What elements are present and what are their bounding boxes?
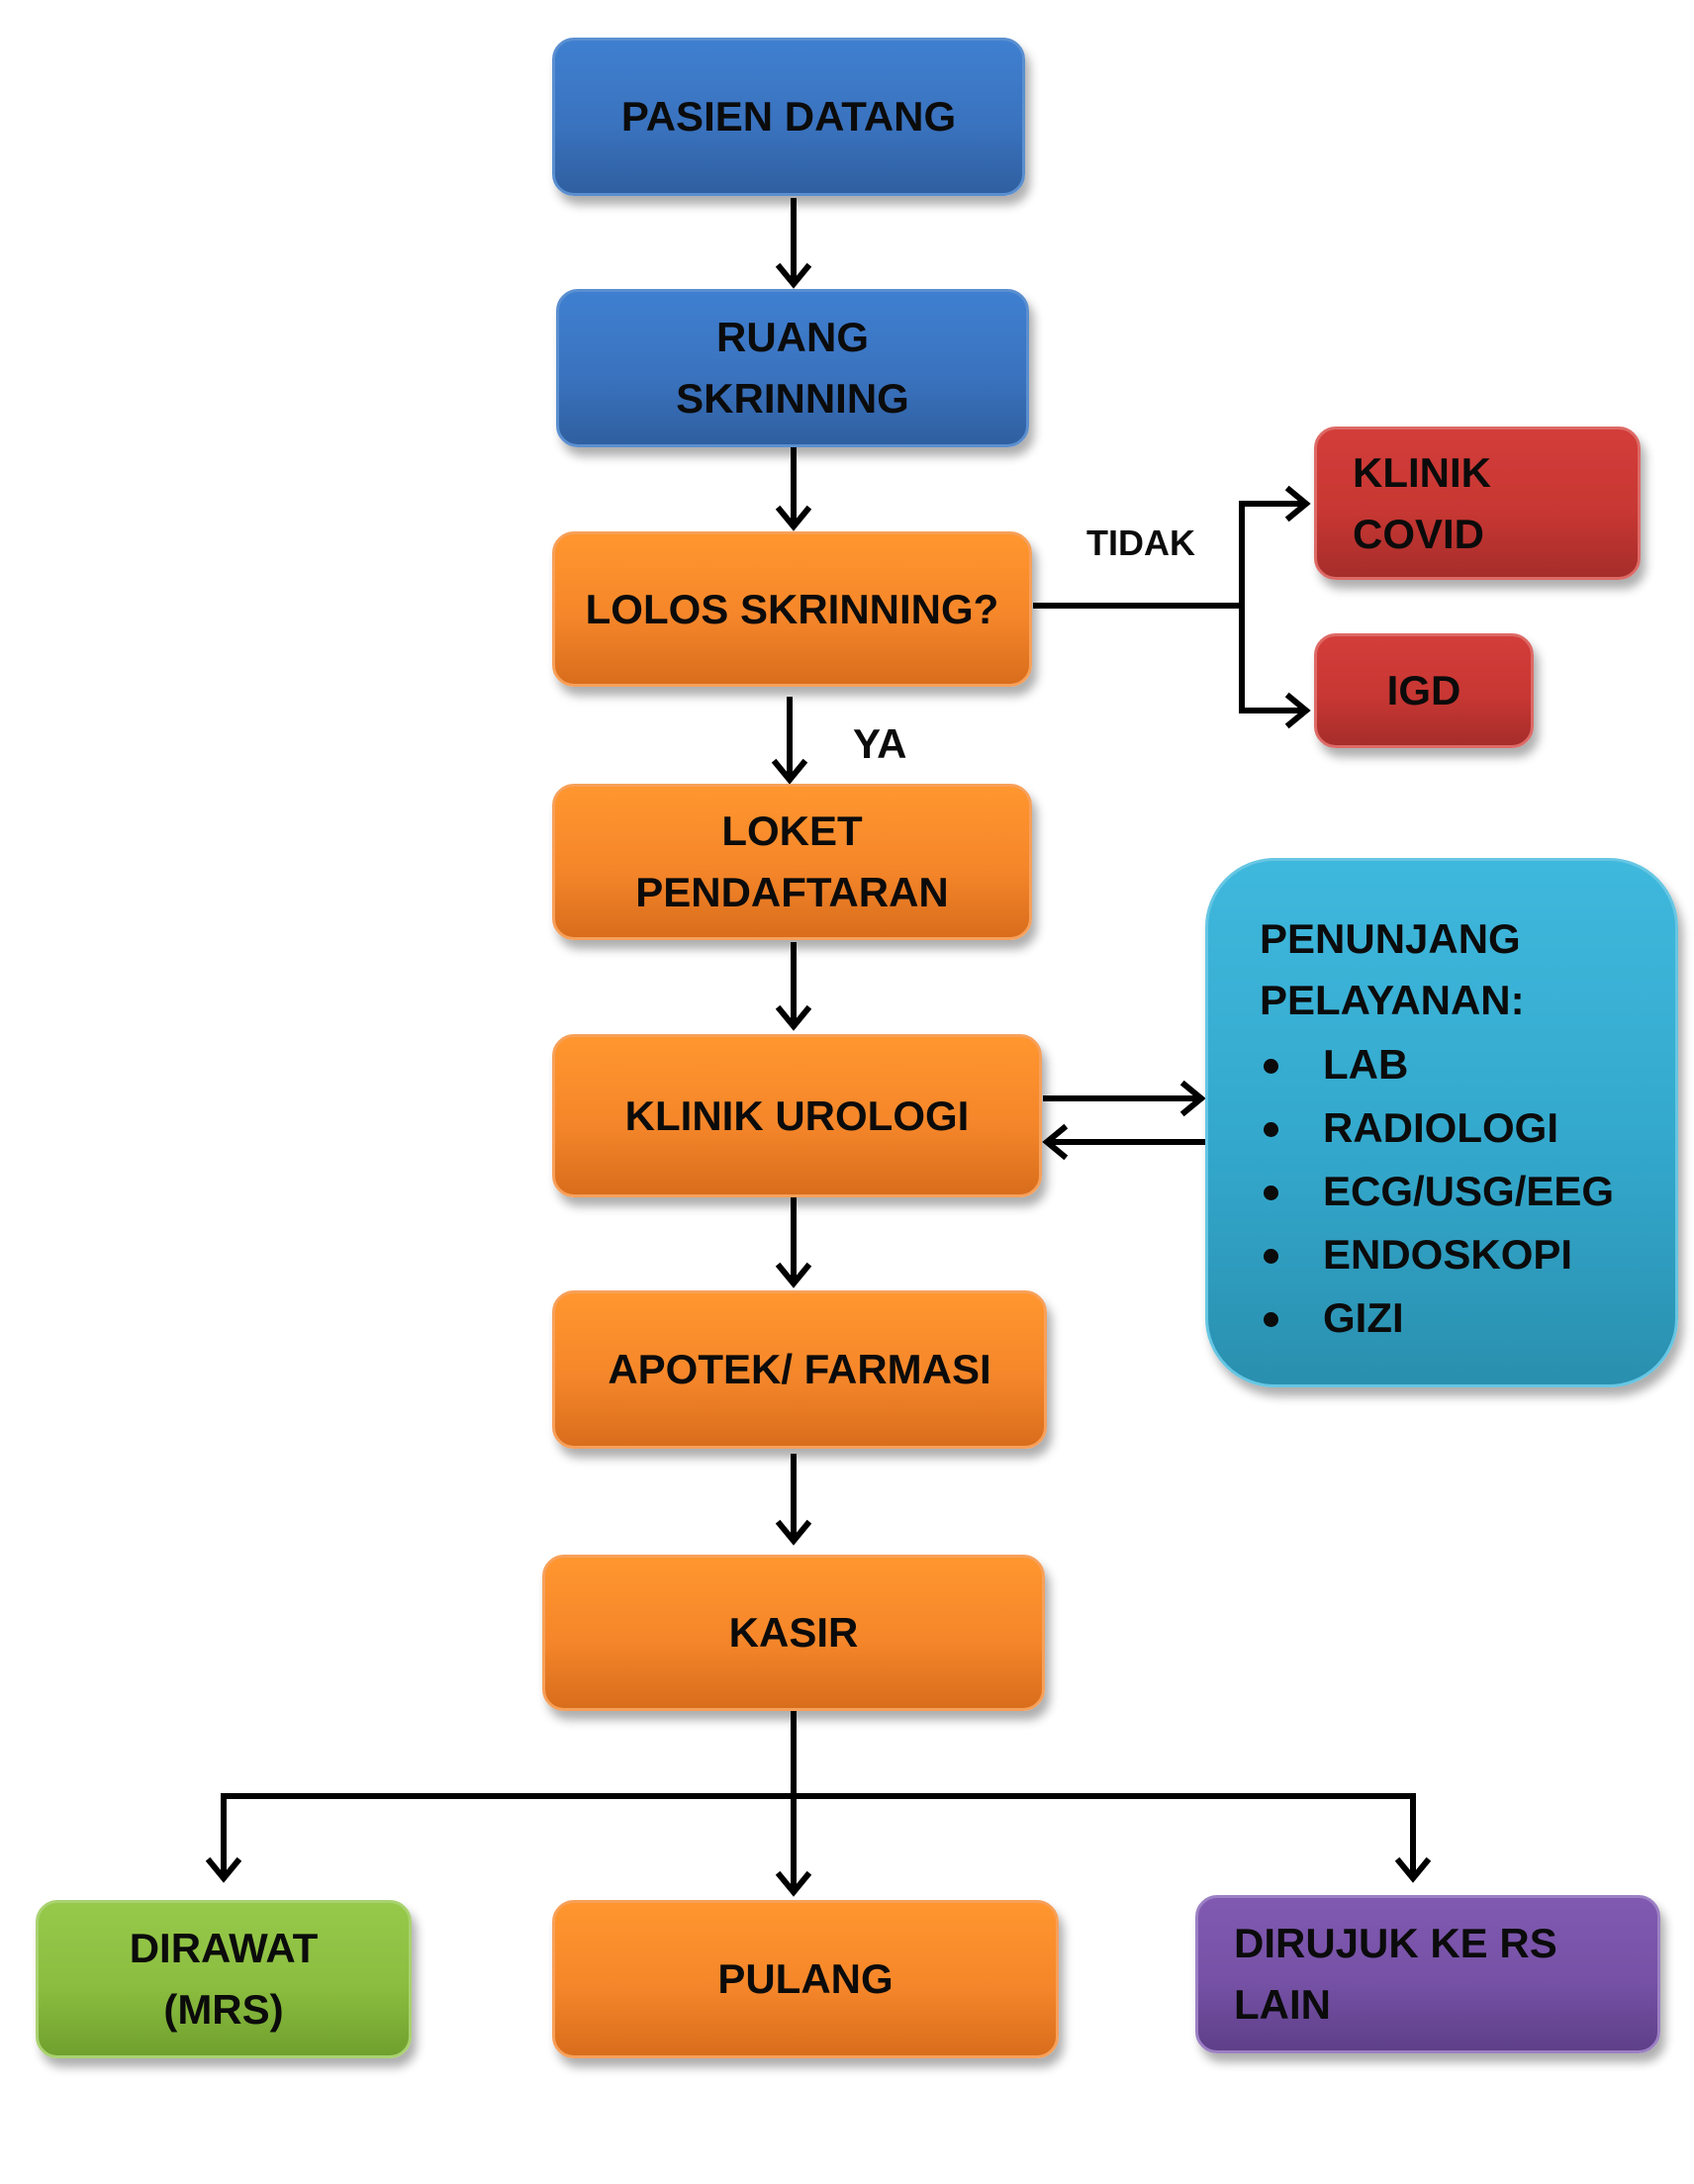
node-klinik-covid-label: KLINIK COVID [1353,448,1491,557]
arrow-lolos-to-klinik-covid [1033,485,1311,609]
node-pulang: PULANG [552,1900,1059,2058]
arrow-apotek-to-kasir [775,1454,812,1546]
node-apotek-farmasi-label: APOTEK/ FARMASI [608,1346,991,1392]
bullet-icon [1264,1186,1278,1200]
penunjang-item-endoskopi: ENDOSKOPI [1260,1223,1675,1286]
arrow-kasir-to-dirawat [205,1793,242,1883]
node-pasien-datang: PASIEN DATANG [552,38,1025,196]
arrow-kasir-to-dirujuk [1394,1793,1432,1883]
arrow-pasien-to-ruang [775,198,812,289]
node-igd: IGD [1314,633,1534,748]
penunjang-item-label: GIZI [1323,1294,1404,1341]
arrow-urologi-to-penunjang [1043,1080,1206,1117]
bullet-icon [1264,1249,1278,1264]
node-pasien-datang-label: PASIEN DATANG [620,93,957,140]
node-loket-pendaftaran: LOKET PENDAFTARAN [552,784,1032,940]
node-penunjang-pelayanan: PENUNJANG PELAYANAN: LAB RADIOLOGI ECG/U… [1205,858,1678,1387]
node-dirawat-label: DIRAWAT (MRS) [129,1925,319,2033]
penunjang-item-ecg-usg-eeg: ECG/USG/EEG [1260,1160,1675,1223]
penunjang-title: PENUNJANG PELAYANAN: [1260,915,1525,1023]
edge-label-ya: YA [853,720,907,767]
node-ruang-skrinning: RUANG SKRINNING [556,289,1029,447]
node-lolos-skrinning: LOLOS SKRINNING? [552,531,1032,687]
penunjang-item-label: ENDOSKOPI [1323,1231,1573,1278]
node-dirawat: DIRAWAT (MRS) [36,1900,412,2058]
arrow-urologi-to-apotek [775,1196,812,1288]
penunjang-item-label: ECG/USG/EEG [1323,1168,1615,1214]
penunjang-item-lab: LAB [1260,1033,1675,1096]
edge-label-tidak: TIDAK [1086,522,1195,563]
node-loket-pendaftaran-label: LOKET PENDAFTARAN [635,807,949,915]
node-dirujuk: DIRUJUK KE RS LAIN [1195,1895,1660,2053]
penunjang-item-label: RADIOLOGI [1323,1104,1558,1151]
node-klinik-urologi-label: KLINIK UROLOGI [624,1092,970,1139]
node-kasir: KASIR [542,1555,1045,1711]
node-klinik-covid: KLINIK COVID [1314,427,1641,580]
node-apotek-farmasi: APOTEK/ FARMASI [552,1290,1047,1449]
penunjang-list: LAB RADIOLOGI ECG/USG/EEG ENDOSKOPI GIZI [1260,1033,1675,1350]
bullet-icon [1264,1312,1278,1327]
arrow-penunjang-to-urologi [1042,1123,1210,1161]
node-dirujuk-label: DIRUJUK KE RS LAIN [1234,1920,1557,2028]
arrow-ruang-to-lolos [775,444,812,531]
penunjang-item-label: LAB [1323,1041,1409,1088]
arrow-kasir-to-pulang [775,1711,812,1897]
node-kasir-label: KASIR [728,1609,859,1656]
node-igd-label: IGD [1386,667,1461,713]
penunjang-item-radiologi: RADIOLOGI [1260,1096,1675,1160]
node-klinik-urologi: KLINIK UROLOGI [552,1034,1042,1197]
bullet-icon [1264,1122,1278,1137]
bullet-icon [1264,1059,1278,1074]
node-ruang-skrinning-label: RUANG SKRINNING [676,314,909,422]
node-lolos-skrinning-label: LOLOS SKRINNING? [585,585,999,632]
arrow-loket-to-urologi [775,942,812,1031]
arrow-lolos-to-igd [1239,603,1311,729]
node-pulang-label: PULANG [717,1955,894,2002]
penunjang-item-gizi: GIZI [1260,1286,1675,1350]
arrow-lolos-to-loket [771,697,808,785]
